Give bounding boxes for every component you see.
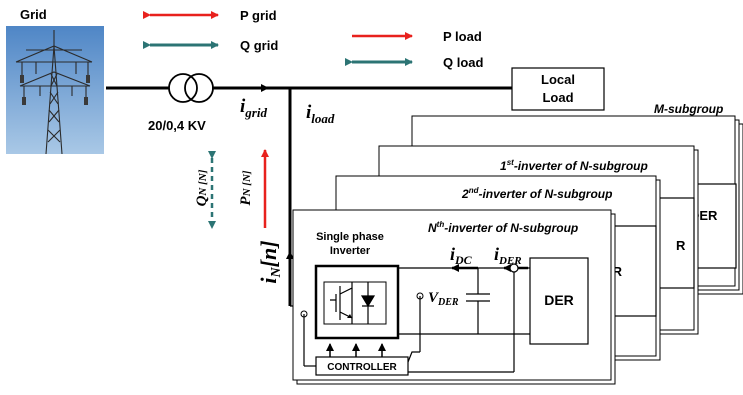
q-grid-label: Q grid — [240, 38, 278, 53]
inverter-switch-box — [314, 264, 400, 340]
nth-inverter-label: Nth-inverter of N-subgroup — [428, 220, 578, 235]
voltage-sensor — [416, 292, 424, 352]
der-label: DER — [544, 292, 574, 308]
der-partial-first: R — [676, 238, 686, 253]
i-load-label: iload — [306, 102, 335, 126]
grid-label: Grid — [20, 7, 47, 22]
gate-signal-arrows — [326, 343, 386, 357]
transformer-rating: 20/0,4 KV — [148, 118, 206, 133]
der-box: DER — [529, 257, 589, 345]
controller-label: CONTROLLER — [327, 362, 397, 373]
i-n-label: iN[n] — [256, 240, 284, 283]
q-n-label: QN [N] — [194, 169, 210, 206]
dc-link-capacitor — [466, 268, 490, 334]
transmission-tower-image — [6, 26, 104, 155]
p-grid-label: P grid — [240, 8, 277, 23]
q-load-label: Q load — [443, 55, 484, 70]
nth-inverter-panel: Nth-inverter of N-subgroup Single phase … — [292, 209, 616, 385]
p-n-label: PN [N] — [238, 170, 254, 205]
single-phase-inverter-line2: Inverter — [330, 245, 371, 257]
legend: P grid Q grid P load Q load — [143, 8, 484, 70]
i-grid-label: igrid — [240, 96, 267, 120]
local-load-line1: Local — [541, 72, 575, 87]
m-subgroup-label: M-subgroup — [654, 102, 723, 116]
local-load-line2: Load — [542, 90, 573, 105]
p-load-label: P load — [443, 29, 482, 44]
single-phase-inverter-line1: Single phase — [316, 231, 384, 243]
controller-box: CONTROLLER — [315, 356, 409, 376]
current-sensor-grid — [300, 310, 308, 366]
current-sensor-der — [509, 263, 519, 372]
transformer-symbol — [168, 73, 214, 103]
first-inverter-label: 1st-inverter of N-subgroup — [500, 158, 648, 173]
second-inverter-label: 2nd-inverter of N-subgroup — [461, 186, 612, 201]
local-load-box: Local Load — [511, 67, 605, 111]
i-dc-label: iDC — [450, 244, 473, 267]
v-der-label: VDER — [428, 290, 459, 308]
